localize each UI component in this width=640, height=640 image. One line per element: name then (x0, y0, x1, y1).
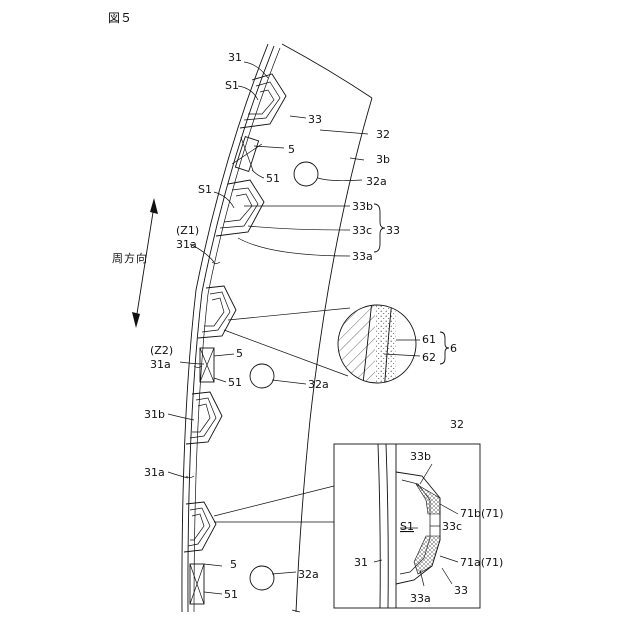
projection-33-c (198, 286, 236, 338)
hole-32a-c (250, 566, 274, 590)
inset-detail (214, 444, 480, 608)
label-5-b: 5 (236, 347, 243, 360)
label-71b: 71b(71) (460, 507, 504, 520)
label-71a: 71a(71) (460, 556, 503, 569)
label-33b: 33b (352, 200, 373, 213)
recesses-31a (186, 262, 220, 478)
label-5-a: 5 (288, 143, 295, 156)
label-s1-a: S1 (225, 79, 239, 92)
label-32a-c: 32a (298, 568, 319, 581)
label-31a-2: 31a (150, 358, 171, 371)
leader-lines (168, 62, 458, 594)
fastener-5-c (190, 564, 204, 604)
label-5-c: 5 (230, 558, 237, 571)
direction-char-3: 向 (136, 251, 147, 265)
label-51-b: 51 (228, 376, 242, 389)
label-51-a: 51 (266, 172, 280, 185)
label-31b: 31b (144, 408, 165, 421)
label-z2: (Z2) (150, 344, 173, 357)
fastener-5-b (200, 348, 214, 382)
label-inset-33: 33 (454, 584, 468, 597)
label-32-main: 32 (376, 128, 390, 141)
label-inset-33b: 33b (410, 450, 431, 463)
label-s1-b: S1 (198, 183, 212, 196)
label-33-brace: 33 (386, 224, 400, 237)
label-31-top: 31 (228, 51, 242, 64)
label-61: 61 (422, 333, 436, 346)
hole-32a-b (250, 364, 274, 388)
projection-33-b (216, 180, 264, 236)
brace-6 (440, 332, 449, 364)
label-inset-33c: 33c (442, 520, 462, 533)
outer-skin-31 (182, 44, 280, 612)
label-32-inset: 32 (450, 418, 464, 431)
direction-char-1: 周 (112, 252, 123, 265)
label-32a-b: 32a (308, 378, 329, 391)
label-51-c: 51 (224, 588, 238, 601)
hole-32a-a (294, 162, 318, 186)
label-32a-a: 32a (366, 175, 387, 188)
label-31-inset: 31 (354, 556, 368, 569)
label-z1: (Z1) (176, 224, 199, 237)
label-3b: 3b (376, 153, 390, 166)
label-31a-3: 31a (144, 466, 165, 479)
direction-char-2: 方 (124, 251, 135, 265)
label-s1-inset: S1 (400, 520, 414, 533)
brace-33 (374, 204, 385, 252)
label-inset-33a: 33a (410, 592, 431, 605)
label-33a: 33a (352, 250, 373, 263)
label-62: 62 (422, 351, 436, 364)
label-31a-1: 31a (176, 238, 197, 251)
figure-title: 図５ (108, 11, 132, 25)
label-33-a: 33 (308, 113, 322, 126)
label-6: 6 (450, 342, 457, 355)
label-33c: 33c (352, 224, 372, 237)
direction-label: 周 方 向 (112, 251, 147, 265)
